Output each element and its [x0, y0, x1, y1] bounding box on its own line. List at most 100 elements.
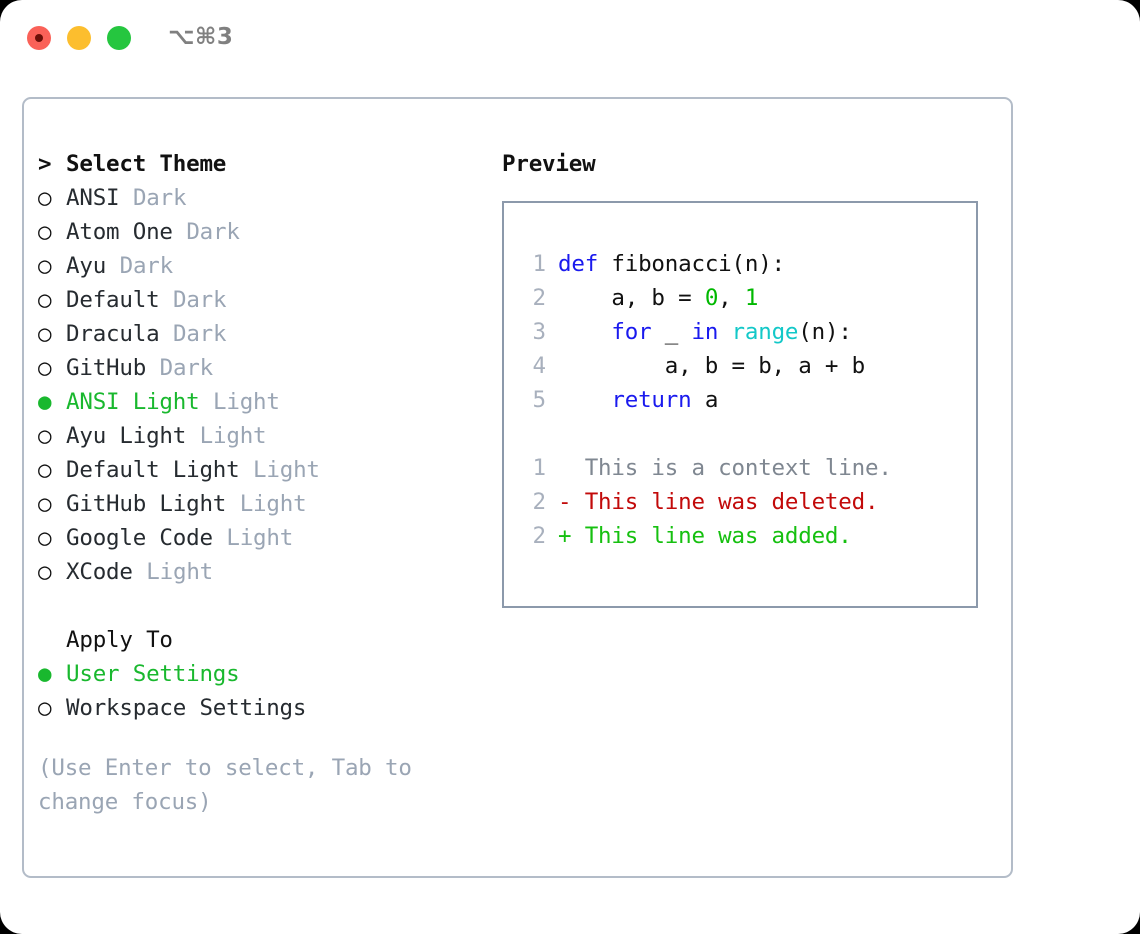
caret-icon: >: [38, 151, 52, 177]
theme-variant: Dark: [172, 321, 227, 347]
radio-unselected-icon: ○: [38, 491, 52, 517]
radio-unselected-icon: ○: [38, 185, 52, 211]
zoom-button[interactable]: [107, 26, 131, 50]
diff-sign: [558, 451, 571, 485]
code-line: 4 a, b = b, a + b: [518, 349, 968, 383]
diff-text: This line was deleted.: [571, 489, 879, 515]
theme-variant: Dark: [186, 219, 240, 245]
theme-list-item[interactable]: ○ ANSI Dark: [38, 181, 498, 215]
theme-name-gap: [146, 351, 160, 385]
theme-list-item[interactable]: ○GitHub Light Light: [38, 487, 498, 521]
apply-to-title: Apply To: [66, 627, 173, 653]
theme-list-item[interactable]: ○XCode Light: [38, 555, 498, 589]
code-token-id: (n):: [798, 319, 852, 345]
diff-text: This line was added.: [571, 523, 852, 549]
theme-picker-column: > Select Theme ○ANSI Dark○Atom One Dark○…: [38, 147, 498, 819]
theme-name-gap: [173, 215, 187, 249]
radio-unselected-icon: ○: [38, 219, 52, 245]
theme-name-gap: [159, 317, 173, 351]
theme-name-gap: [119, 181, 133, 215]
code-token-id: [718, 319, 731, 345]
code-diff-separator: [518, 417, 968, 451]
code-token-kw: in: [691, 319, 719, 345]
theme-name: Default: [66, 287, 160, 313]
theme-list-item[interactable]: ○Ayu Dark: [38, 249, 498, 283]
line-number: 3: [532, 319, 546, 345]
close-button[interactable]: [27, 26, 51, 50]
diff-line: 2- This line was deleted.: [518, 485, 968, 519]
diff-sign: -: [558, 489, 572, 515]
theme-name: GitHub Light: [66, 491, 227, 517]
theme-name-gap: [226, 487, 240, 521]
theme-list-item[interactable]: ○Atom One Dark: [38, 215, 498, 249]
theme-name-gap: [159, 283, 173, 317]
radio-unselected-icon: ○: [38, 355, 52, 381]
theme-name: Dracula: [66, 321, 160, 347]
code-text: for _ in range(n):: [558, 315, 852, 349]
theme-name: Ayu: [66, 253, 107, 279]
code-token-num: 1: [744, 285, 759, 311]
code-token-id: fibonacci(n):: [598, 251, 785, 277]
apply-to-option[interactable]: ○Workspace Settings: [38, 691, 498, 725]
theme-variant: Light: [146, 559, 214, 585]
theme-name: Google Code: [66, 525, 213, 551]
apply-to-header: Apply To: [38, 623, 498, 657]
list-spacer: [38, 589, 498, 623]
radio-unselected-icon: ○: [38, 695, 52, 721]
theme-list-item[interactable]: ○Default Light Light: [38, 453, 498, 487]
code-text: a, b = b, a + b: [558, 349, 865, 383]
theme-name-gap: [106, 249, 120, 283]
theme-variant: Dark: [172, 287, 227, 313]
diff-text: This is a context line.: [571, 455, 892, 481]
code-line: 3 for _ in range(n):: [518, 315, 968, 349]
theme-name: XCode: [66, 559, 133, 585]
code-token-id: [558, 319, 611, 345]
theme-picker-header: > Select Theme: [38, 147, 498, 181]
minimize-button[interactable]: [67, 26, 91, 50]
theme-list: ○ANSI Dark○Atom One Dark○Ayu Dark○Defaul…: [38, 181, 498, 589]
line-number: 5: [532, 387, 546, 413]
apply-to-marker-placeholder: [38, 623, 66, 657]
code-text: def fibonacci(n):: [558, 247, 785, 281]
code-line: 1 def fibonacci(n):: [518, 247, 968, 281]
theme-list-item[interactable]: ○Dracula Dark: [38, 317, 498, 351]
diff-sign: +: [558, 523, 572, 549]
theme-list-item[interactable]: ○GitHub Dark: [38, 351, 498, 385]
theme-variant: Light: [213, 389, 280, 415]
theme-list-item[interactable]: ○Default Dark: [38, 283, 498, 317]
close-icon: [35, 34, 43, 42]
code-token-id: [558, 387, 611, 413]
theme-variant: Light: [226, 525, 294, 551]
theme-list-item[interactable]: ○Google Code Light: [38, 521, 498, 555]
theme-variant: Dark: [132, 185, 187, 211]
code-line: 2 a, b = 0, 1: [518, 281, 968, 315]
theme-name-gap: [186, 419, 200, 453]
theme-name-gap: [240, 453, 254, 487]
code-token-fn: range: [731, 319, 799, 345]
diff-sample: 1 This is a context line. 2- This line wa…: [518, 451, 968, 553]
theme-list-item[interactable]: ○Ayu Light Light: [38, 419, 498, 453]
theme-name: ANSI Light: [66, 389, 200, 415]
theme-variant: Light: [199, 423, 267, 449]
radio-unselected-icon: ○: [38, 457, 52, 483]
diff-line: 2+ This line was added.: [518, 519, 968, 553]
code-token-id: ,: [718, 285, 745, 311]
code-text: return a: [558, 383, 718, 417]
theme-name-gap: [199, 385, 213, 419]
theme-variant: Dark: [119, 253, 174, 279]
line-number: 1: [532, 455, 546, 481]
apply-to-option[interactable]: ●User Settings: [38, 657, 498, 691]
window-controls: [27, 26, 131, 50]
line-number: 1: [532, 251, 546, 277]
theme-name: ANSI: [66, 185, 120, 211]
code-token-id: _: [651, 319, 692, 345]
radio-selected-icon: ●: [38, 389, 52, 415]
line-number: 2: [532, 285, 546, 311]
theme-list-item[interactable]: ● ANSI Light Light: [38, 385, 498, 419]
code-token-kw: return: [611, 387, 692, 413]
